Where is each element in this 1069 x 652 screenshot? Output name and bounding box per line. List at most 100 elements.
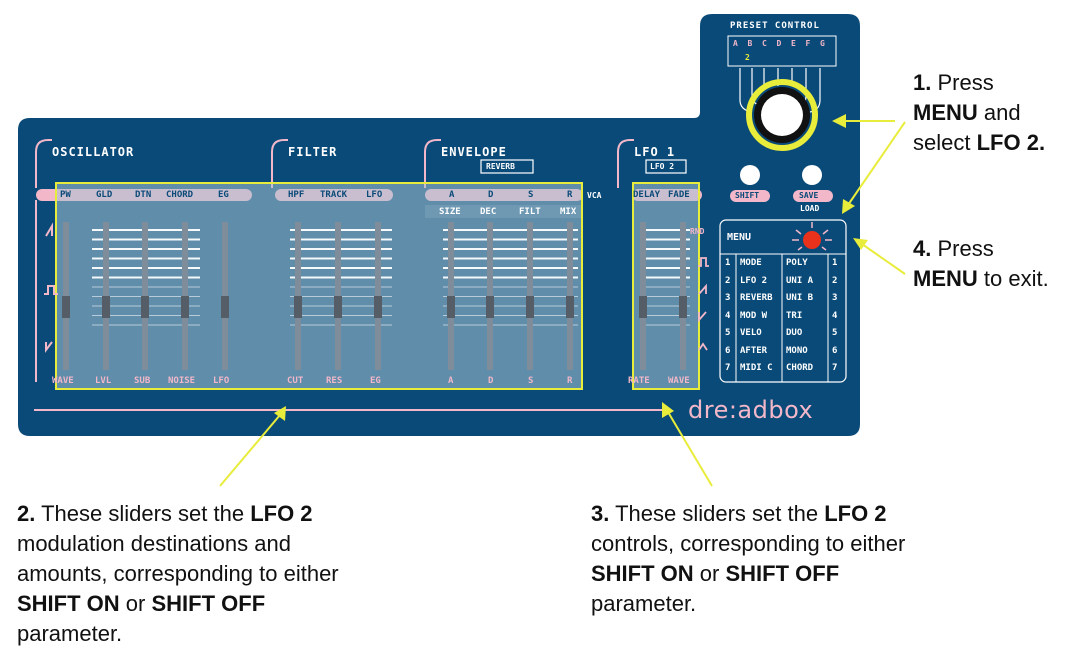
menu-row-number-right: 5 xyxy=(832,328,838,338)
slider-cap[interactable] xyxy=(334,296,342,318)
preset-title: PRESET CONTROL xyxy=(730,21,820,31)
lfo-top-label: FADE xyxy=(668,190,690,200)
slider-group xyxy=(62,222,690,370)
menu-row-number: 7 xyxy=(725,363,731,373)
menu-item-right[interactable]: UNI A xyxy=(786,275,814,286)
slider-cap[interactable] xyxy=(679,296,687,318)
annotation-text: Press xyxy=(937,70,994,95)
save-label[interactable]: SAVE xyxy=(799,191,819,200)
slider-cap[interactable] xyxy=(447,296,455,318)
osc-top-label: PW xyxy=(60,190,71,200)
menu-title[interactable]: MENU xyxy=(727,232,752,243)
annotation-2: 2. These sliders set the LFO 2 modulatio… xyxy=(17,499,339,649)
slider-cap[interactable] xyxy=(639,296,647,318)
filter-bottom-label: EG xyxy=(370,376,381,386)
menu-row-number: 3 xyxy=(725,293,731,303)
menu-item-right[interactable]: UNI B xyxy=(786,293,814,303)
step-number: 1. xyxy=(913,70,932,95)
square-wave-icon xyxy=(44,285,58,295)
save-button xyxy=(802,165,822,185)
menu-item-left[interactable]: REVERB xyxy=(740,293,773,303)
menu-item-right[interactable]: POLY xyxy=(786,258,808,268)
menu-row-number: 1 xyxy=(725,258,731,268)
slider-cap[interactable] xyxy=(221,296,229,318)
slider-cap[interactable] xyxy=(294,296,302,318)
preset-selected: 2 xyxy=(745,53,750,62)
slider-cap[interactable] xyxy=(566,296,574,318)
osc-bracket xyxy=(35,139,52,188)
menu-item-left[interactable]: MODE xyxy=(740,258,762,268)
menu-item-left[interactable]: LFO 2 xyxy=(740,275,768,286)
env-alt-label: SIZE xyxy=(439,207,461,217)
reverb-box xyxy=(480,159,534,174)
preset-letter: A xyxy=(733,39,738,48)
preset-letter: G xyxy=(820,39,825,48)
menu-row-number: 5 xyxy=(725,328,731,338)
menu-item-left[interactable]: MIDI C xyxy=(740,363,773,373)
slider-cap[interactable] xyxy=(486,296,494,318)
env-bottom-label: D xyxy=(488,376,494,386)
menu-item-right[interactable]: DUO xyxy=(786,328,803,338)
osc-top-label: DTN xyxy=(135,190,152,200)
annotation-text: These sliders set the xyxy=(615,501,819,526)
load-label: LOAD xyxy=(800,204,820,213)
filter-top-label: HPF xyxy=(288,190,305,200)
annotation-4: 4. Press MENU to exit. xyxy=(913,234,1049,294)
filter-bracket xyxy=(271,139,288,188)
step-number: 2. xyxy=(17,501,36,526)
annotation-bold: SHIFT ON xyxy=(591,561,694,586)
rnd-label: RND xyxy=(690,227,705,236)
preset-letter: C xyxy=(762,39,767,48)
annotation-text: controls, corresponding to either xyxy=(591,531,906,556)
menu-item-right[interactable]: TRI xyxy=(786,310,803,321)
filter-top-label: TRACK xyxy=(320,190,348,200)
env-bottom-label: A xyxy=(448,376,454,386)
lfo-saw-icon xyxy=(698,283,707,295)
shift-button xyxy=(740,165,760,185)
annotation-text: parameter. xyxy=(17,621,123,646)
shift-label[interactable]: SHIFT xyxy=(735,191,760,200)
slider-cap[interactable] xyxy=(526,296,534,318)
menu-row-number-right: 6 xyxy=(832,345,838,356)
slider-cap[interactable] xyxy=(62,296,70,318)
annotation-text: and xyxy=(983,100,1021,125)
filter-bottom-label: CUT xyxy=(287,376,304,386)
env-bracket xyxy=(424,139,441,188)
menu-item-left[interactable]: VELO xyxy=(740,328,762,338)
menu-row-number: 2 xyxy=(725,275,731,286)
osc-bottom-label: LVL xyxy=(95,376,112,386)
saw-down-icon xyxy=(45,341,53,353)
annotation-text: parameter. xyxy=(591,591,697,616)
step-number: 3. xyxy=(591,501,610,526)
slider-cap[interactable] xyxy=(181,296,189,318)
osc-top-label: GLD xyxy=(96,190,113,200)
osc-bottom-label: LFO xyxy=(213,376,230,386)
lfo2-box xyxy=(645,159,687,174)
slider-cap[interactable] xyxy=(374,296,382,318)
menu-box xyxy=(719,219,847,383)
menu-row-number-right: 3 xyxy=(832,293,838,303)
encoder-knob xyxy=(761,94,803,136)
reverb-label: REVERB xyxy=(486,162,515,171)
preset-letter: E xyxy=(791,39,796,48)
menu-item-left[interactable]: AFTER xyxy=(740,345,768,356)
annotation-bold: LFO 2 xyxy=(250,501,313,526)
env-top-label: R xyxy=(567,190,573,200)
annotation-bold: MENU xyxy=(913,100,978,125)
highlight-destinations xyxy=(55,182,583,390)
slider-cap[interactable] xyxy=(102,296,110,318)
annotation-bold: SHIFT ON xyxy=(17,591,120,616)
encoder-ring xyxy=(746,79,818,151)
shift-label-pill xyxy=(730,190,770,202)
menu-item-left[interactable]: MOD W xyxy=(740,310,768,321)
annotation-bold: MENU xyxy=(913,266,978,291)
osc-top-label: EG xyxy=(218,190,229,200)
slider-cap[interactable] xyxy=(141,296,149,318)
env-top-label: A xyxy=(449,190,455,200)
menu-row-number-right: 7 xyxy=(832,363,838,373)
menu-item-right[interactable]: MONO xyxy=(786,345,808,356)
annotation-bold: LFO 2 xyxy=(824,501,887,526)
lfo-tri-icon xyxy=(698,342,708,351)
osc-bottom-label: NOISE xyxy=(168,376,196,386)
menu-item-right[interactable]: CHORD xyxy=(786,363,814,373)
